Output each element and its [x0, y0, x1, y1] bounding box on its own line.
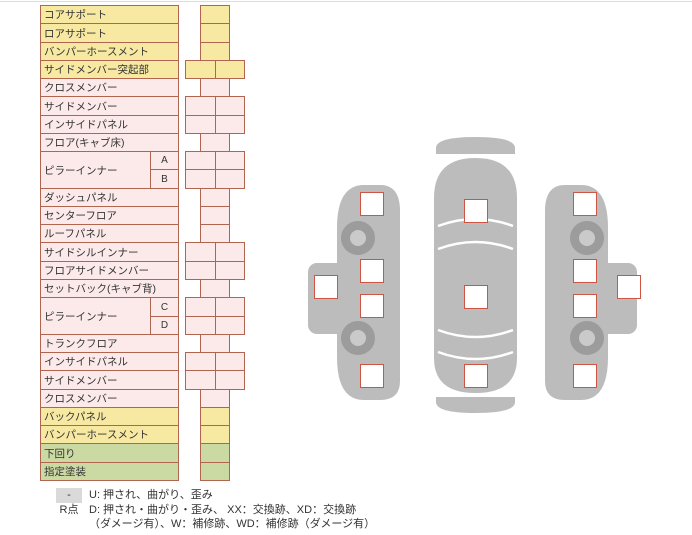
part-label: ピラーインナー — [40, 297, 151, 335]
damage-marker-top-rear[interactable] — [464, 364, 488, 388]
legend-row-damage: （ダメージ有）、W：補修跡、WD：補修跡（ダメージ有） — [56, 517, 375, 532]
wheel-icon — [341, 321, 375, 355]
damage-cell[interactable] — [215, 261, 245, 280]
part-label: サイドメンバー突起部 — [40, 60, 179, 79]
damage-cell[interactable] — [215, 115, 245, 134]
damage-marker-right-door[interactable] — [617, 275, 641, 299]
damage-marker-right-mid-upper[interactable] — [573, 259, 597, 283]
parts-table: コアサポートロアサポートバンパーホースメントサイドメンバー突起部クロスメンバーサ… — [40, 5, 246, 482]
legend-row-d: R点 D: 押され・曲がり・歪み、 XX：交換跡、XD：交換跡 — [56, 503, 375, 518]
damage-cell[interactable] — [215, 60, 245, 79]
damage-marker-left-mid-upper[interactable] — [360, 259, 384, 283]
legend-text-damage: （ダメージ有）、W：補修跡、WD：補修跡（ダメージ有） — [89, 518, 376, 530]
damage-marker-left-door[interactable] — [314, 275, 338, 299]
part-label: クロスメンバー — [40, 389, 179, 408]
legend-row-u: - U: 押され、曲がり、歪み — [56, 488, 375, 503]
damage-marker-right-rear[interactable] — [573, 364, 597, 388]
damage-marker-left-mid-lower[interactable] — [360, 294, 384, 318]
damage-marker-top-center[interactable] — [464, 285, 488, 309]
legend-text-u: U: 押され、曲がり、歪み — [89, 489, 213, 501]
part-label: サイドメンバー — [40, 96, 179, 116]
part-label: 指定塗装 — [40, 462, 179, 481]
legend-key-dash: - — [56, 488, 82, 503]
part-label: センターフロア — [40, 206, 179, 225]
part-label: インサイドパネル — [40, 115, 179, 134]
damage-marker-right-front[interactable] — [573, 192, 597, 216]
damage-marker-left-front[interactable] — [360, 192, 384, 216]
top-divider — [0, 1, 692, 2]
legend: - U: 押され、曲がり、歪み R点 D: 押され・曲がり・歪み、 XX：交換跡… — [56, 488, 375, 532]
part-label: コアサポート — [40, 5, 179, 24]
damage-cell[interactable] — [215, 316, 245, 335]
part-label: トランクフロア — [40, 334, 179, 353]
wheel-icon — [570, 221, 604, 255]
part-label: 下回り — [40, 443, 179, 463]
damage-marker-top-front[interactable] — [464, 199, 488, 223]
part-label: サイドシルインナー — [40, 242, 179, 262]
part-label: バンパーホースメント — [40, 425, 179, 444]
legend-key-rten: R点 — [59, 503, 79, 516]
legend-text-d: D: 押され・曲がり・歪み、 XX：交換跡、XD：交換跡 — [89, 503, 357, 516]
damage-cell[interactable] — [215, 370, 245, 390]
part-label: サイドメンバー — [40, 370, 179, 390]
wheel-icon — [570, 321, 604, 355]
damage-marker-right-mid-lower[interactable] — [573, 294, 597, 318]
damage-cell[interactable] — [200, 462, 230, 481]
damage-cell[interactable] — [215, 169, 245, 189]
car-top-view-icon — [434, 137, 517, 413]
part-label: ロアサポート — [40, 23, 179, 43]
wheel-icon — [341, 221, 375, 255]
damage-marker-left-rear[interactable] — [360, 364, 384, 388]
